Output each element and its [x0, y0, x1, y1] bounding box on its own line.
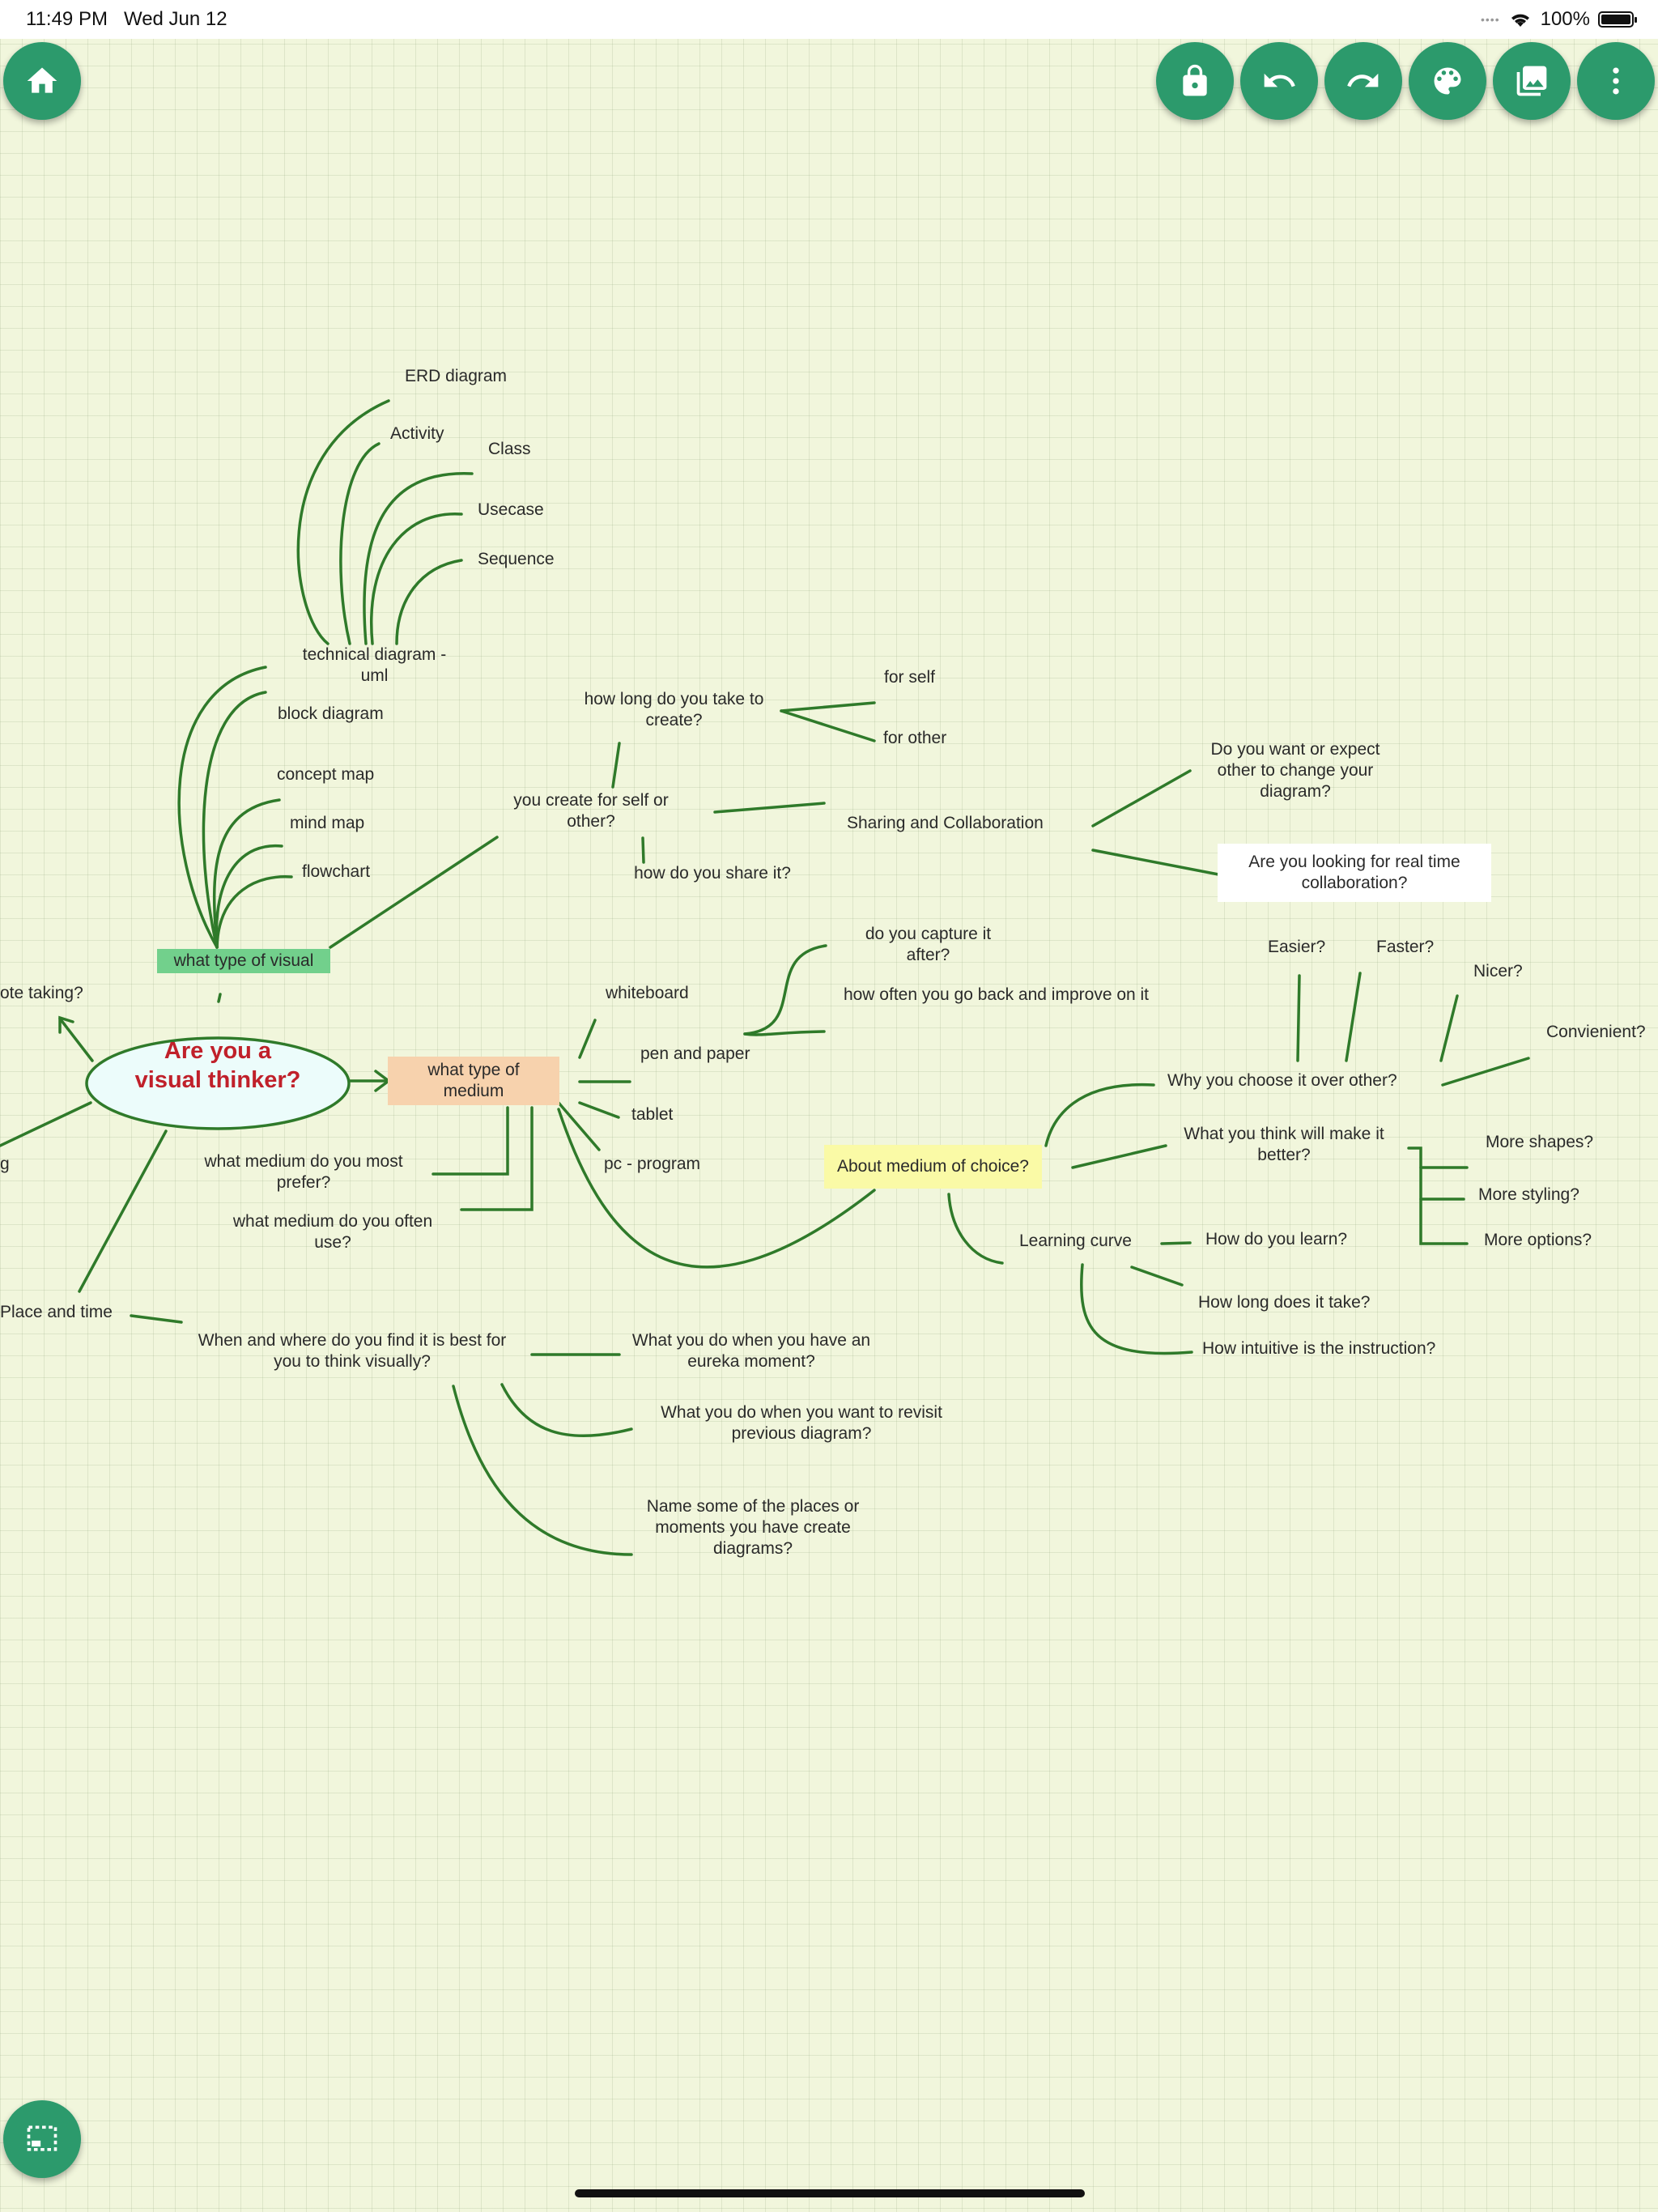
node-for-self[interactable]: for self: [884, 668, 936, 687]
node-concept-map[interactable]: concept map: [277, 765, 375, 784]
node-most-prefer[interactable]: what medium do you most prefer?: [204, 1152, 403, 1192]
node-whiteboard[interactable]: whiteboard: [606, 984, 689, 1002]
node-class[interactable]: Class: [488, 440, 531, 458]
node-more-shapes[interactable]: More shapes?: [1486, 1133, 1594, 1151]
node-create-for-self-or-other[interactable]: you create for self or other?: [513, 791, 669, 831]
undo-button[interactable]: [1240, 42, 1318, 120]
node-pen-and-paper[interactable]: pen and paper: [640, 1044, 750, 1063]
node-improve-on-it[interactable]: how often you go back and improve on it: [843, 985, 1150, 1004]
node-flowchart[interactable]: flowchart: [302, 862, 371, 881]
more-vertical-icon: [1613, 67, 1619, 95]
selection-button[interactable]: [3, 2100, 81, 2178]
node-real-time-collaboration[interactable]: Are you looking for real time collaborat…: [1218, 844, 1491, 902]
node-tablet[interactable]: tablet: [631, 1105, 674, 1124]
battery-icon: [1598, 11, 1637, 28]
selection-icon: [27, 2125, 57, 2151]
node-when-and-where[interactable]: When and where do you find it is best fo…: [198, 1331, 507, 1371]
node-expect-change[interactable]: Do you want or expect other to change yo…: [1210, 740, 1380, 801]
node-technical-diagram-uml[interactable]: technical diagram - uml: [302, 645, 447, 685]
node-more-options[interactable]: More options?: [1484, 1231, 1592, 1249]
more-options-button[interactable]: [1577, 42, 1655, 120]
node-pc-program[interactable]: pc - program: [604, 1155, 701, 1173]
node-revisit-diagram[interactable]: What you do when you want to revisit pre…: [661, 1403, 942, 1443]
node-often-use[interactable]: what medium do you often use?: [232, 1212, 433, 1252]
node-mind-map[interactable]: mind map: [290, 814, 365, 832]
status-bar: 11:49 PM Wed Jun 12 •••• 100%: [0, 0, 1658, 39]
central-node-label[interactable]: Are you a visual thinker?: [134, 1038, 301, 1093]
node-nicer[interactable]: Nicer?: [1473, 962, 1523, 981]
node-how-do-you-share[interactable]: how do you share it?: [634, 864, 791, 883]
image-button[interactable]: [1493, 42, 1571, 120]
node-what-type-of-visual[interactable]: what type of visual: [157, 949, 330, 973]
image-icon: [1516, 66, 1547, 96]
node-block-diagram[interactable]: block diagram: [278, 704, 384, 723]
node-sequence[interactable]: Sequence: [478, 550, 555, 568]
node-eureka-moment[interactable]: What you do when you have an eureka mome…: [631, 1331, 871, 1371]
node-why-choose[interactable]: Why you choose it over other?: [1167, 1071, 1397, 1090]
node-for-other[interactable]: for other: [883, 729, 947, 747]
node-learning-curve[interactable]: Learning curve: [1019, 1231, 1132, 1250]
battery-percent: 100%: [1540, 8, 1590, 30]
undo-icon: [1264, 73, 1295, 87]
node-more-styling[interactable]: More styling?: [1478, 1185, 1579, 1204]
node-easier[interactable]: Easier?: [1268, 938, 1326, 956]
status-indicators: •••• 100%: [1481, 8, 1637, 31]
node-activity[interactable]: Activity: [390, 424, 444, 443]
node-place-and-time[interactable]: Place and time: [0, 1303, 113, 1321]
node-how-intuitive[interactable]: How intuitive is the instruction?: [1202, 1339, 1436, 1358]
lock-icon: [1183, 64, 1207, 96]
home-button[interactable]: [3, 42, 81, 120]
node-capture-after[interactable]: do you capture it after?: [865, 925, 992, 964]
node-convenient[interactable]: Convienient?: [1546, 1023, 1646, 1041]
node-how-long-to-create[interactable]: how long do you take to create?: [584, 690, 764, 730]
node-how-do-you-learn[interactable]: How do you learn?: [1205, 1230, 1348, 1249]
central-node-shape[interactable]: [83, 1034, 353, 1133]
palette-button[interactable]: [1409, 42, 1486, 120]
redo-button[interactable]: [1324, 42, 1402, 120]
signal-dots-icon: ••••: [1481, 13, 1500, 26]
node-about-medium-of-choice[interactable]: About medium of choice?: [824, 1145, 1042, 1189]
node-sharing-and-collaboration[interactable]: Sharing and Collaboration: [847, 814, 1044, 832]
node-erd-diagram[interactable]: ERD diagram: [405, 367, 508, 385]
lock-button[interactable]: [1156, 42, 1234, 120]
home-icon: [27, 67, 57, 93]
redo-icon: [1347, 73, 1379, 87]
node-g[interactable]: g: [0, 1155, 10, 1173]
node-note-taking[interactable]: ote taking?: [0, 984, 83, 1002]
node-name-places[interactable]: Name some of the places or moments you h…: [646, 1497, 860, 1558]
wifi-icon: [1511, 14, 1529, 27]
node-make-it-better[interactable]: What you think will make it better?: [1184, 1125, 1384, 1164]
node-how-long-does-it-take[interactable]: How long does it take?: [1198, 1293, 1371, 1312]
palette-icon: [1434, 67, 1461, 95]
status-time: 11:49 PM Wed Jun 12: [26, 8, 227, 30]
node-faster[interactable]: Faster?: [1376, 938, 1435, 956]
node-what-type-of-medium[interactable]: what type of medium: [388, 1057, 559, 1105]
node-usecase[interactable]: Usecase: [478, 500, 544, 519]
home-indicator[interactable]: [575, 2189, 1085, 2197]
